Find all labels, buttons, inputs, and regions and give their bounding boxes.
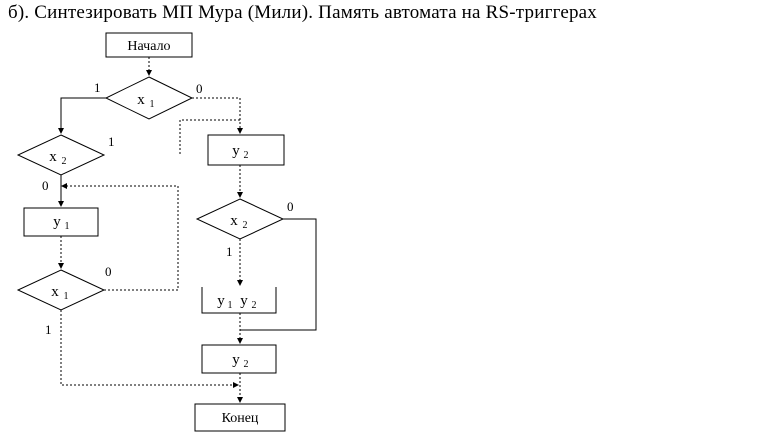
decision-top-var: x	[137, 92, 145, 108]
op-y2-bottom: y 2	[201, 344, 277, 374]
decision-left-sub: 2	[62, 156, 67, 167]
label-bl-down: 1	[45, 322, 52, 337]
op-y1y2-sub2: 2	[252, 300, 257, 311]
flow-right-merge	[179, 119, 240, 154]
page-title: б). Синтезировать МП Мура (Мили). Память…	[8, 2, 597, 23]
label-right-right: 0	[287, 199, 294, 214]
decision-left-var: x	[49, 149, 57, 165]
label-bl-right: 0	[105, 264, 112, 279]
decision-top: x 1	[104, 76, 194, 120]
decision-left-bottom: x 1	[16, 269, 106, 311]
op-y1y2: y 1 y 2	[201, 287, 277, 314]
op-y1y2-sub1: 1	[228, 300, 233, 311]
flow-top-left	[58, 97, 106, 134]
flow-bl-to-end	[60, 310, 239, 388]
op-y1y2-var2: y	[240, 293, 248, 309]
decision-top-sub: 1	[150, 99, 155, 110]
op-y1-var: y	[53, 214, 61, 230]
decision-right: x 2	[195, 198, 285, 240]
flow-right-zero	[240, 218, 317, 331]
end-block: Конец	[194, 403, 286, 432]
label-top-right: 0	[196, 81, 203, 96]
label-left-bottom: 0	[42, 178, 49, 193]
op-y1y2-var1: y	[217, 293, 225, 309]
flow-top-right	[192, 97, 243, 134]
start-label: Начало	[127, 39, 170, 54]
decision-left: x 2	[16, 134, 106, 176]
end-label: Конец	[222, 411, 259, 426]
op-y2b-sub: 2	[244, 359, 249, 370]
decision-right-sub: 2	[243, 220, 248, 231]
op-y2top-var: y	[232, 143, 240, 159]
decision-lb-var: x	[51, 284, 59, 300]
op-y1-sub: 1	[65, 221, 70, 232]
decision-right-var: x	[230, 213, 238, 229]
flow-loop-back	[61, 183, 179, 291]
op-y2top-sub: 2	[244, 150, 249, 161]
label-right-down: 1	[226, 244, 233, 259]
label-top-left: 1	[94, 80, 101, 95]
op-y2-top: y 2	[207, 134, 285, 166]
label-left-right: 1	[108, 134, 115, 149]
op-y1: y 1	[23, 207, 99, 237]
start-block: Начало	[105, 32, 193, 58]
decision-lb-sub: 1	[64, 291, 69, 302]
op-y2b-var: y	[232, 352, 240, 368]
